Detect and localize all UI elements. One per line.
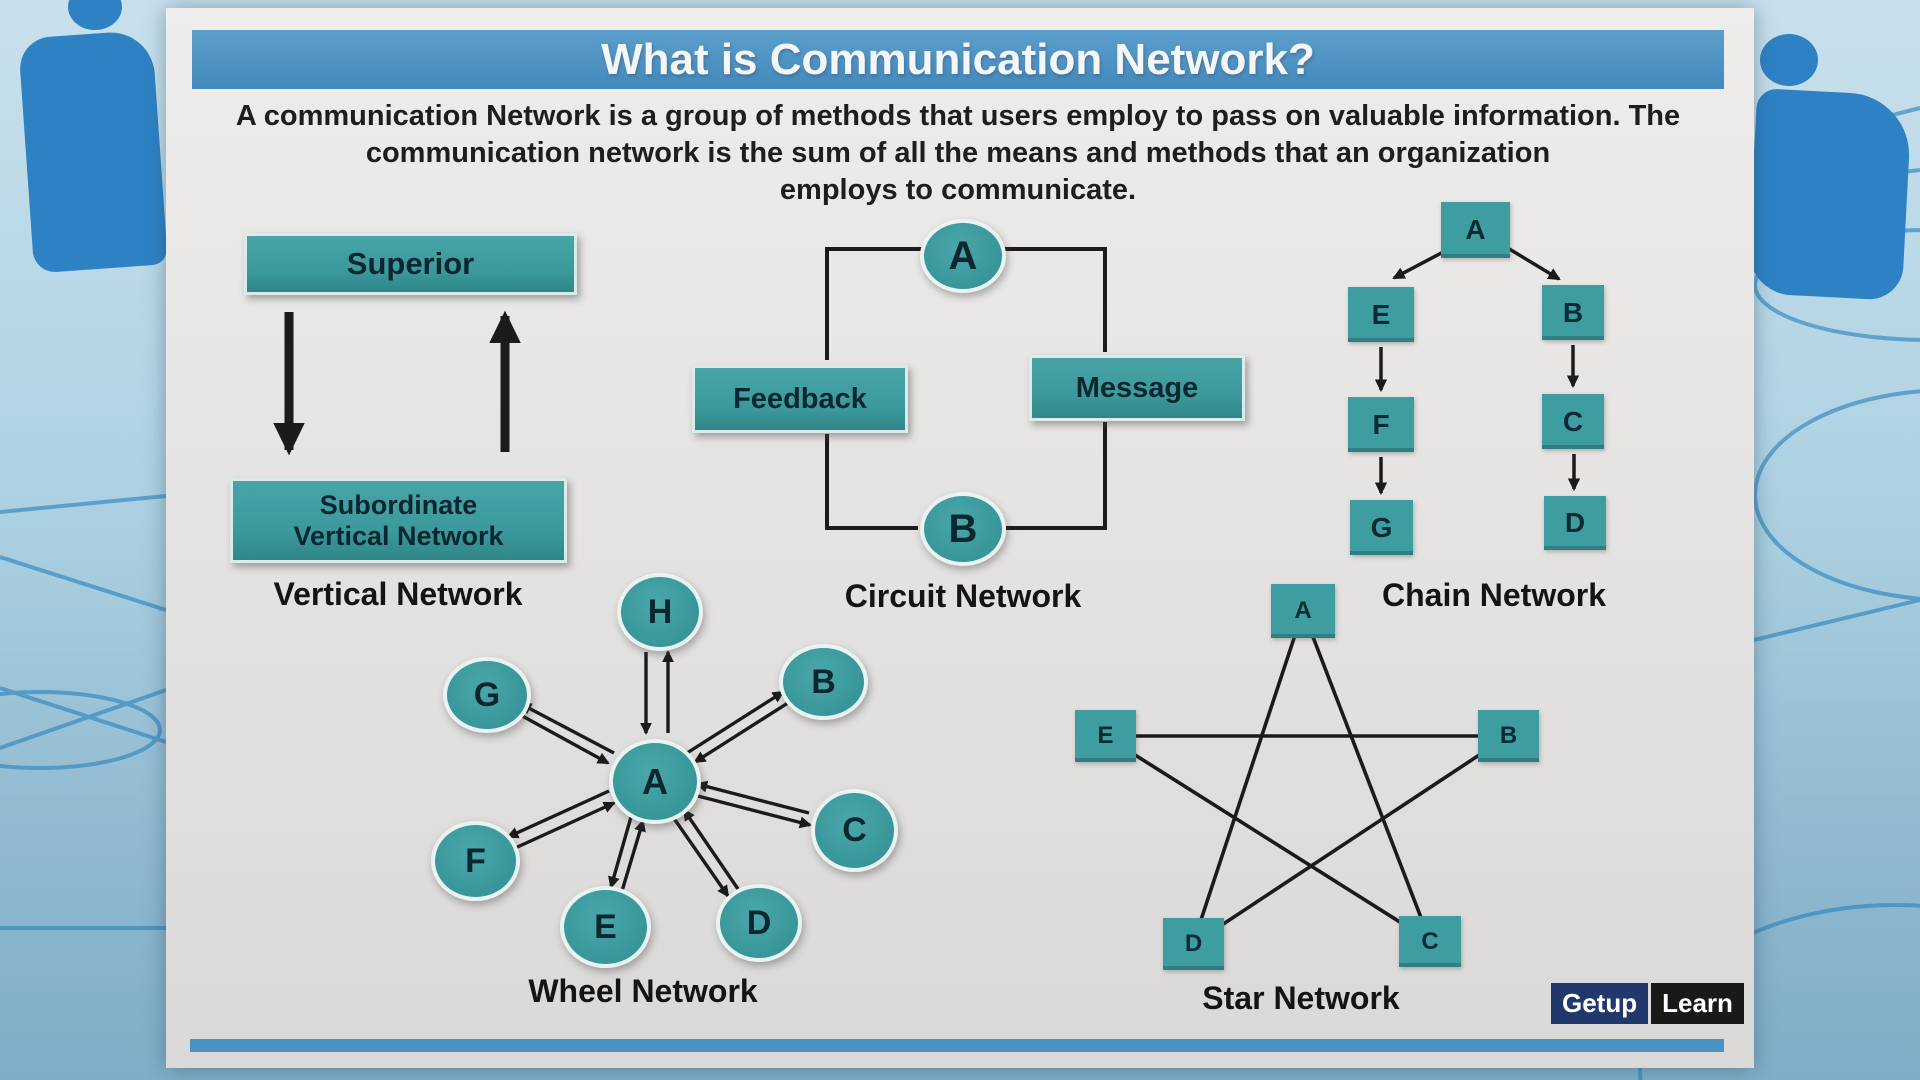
description-line: communication network is the sum of all … [365, 137, 1551, 169]
getup-learn-logo: Getup Learn [1551, 983, 1744, 1024]
description-line: employs to communicate. [779, 174, 1137, 206]
wheel-node-h: H [617, 573, 703, 651]
chain-node-a: A [1441, 202, 1510, 258]
wheel-node-f: F [431, 821, 520, 901]
bottom-accent-bar [190, 1039, 1724, 1052]
wheel-node-d: D [716, 884, 802, 962]
wheel-node-c: C [811, 789, 898, 872]
star-node-b: B [1478, 710, 1539, 762]
circuit-node-b: B [920, 492, 1006, 566]
chain-node-e: E [1348, 287, 1414, 342]
description-line: A communication Network is a group of me… [235, 100, 1681, 132]
subordinate-line: Subordinate [319, 489, 478, 520]
person-silhouette-icon [17, 0, 169, 284]
person-silhouette-icon [1746, 8, 1920, 301]
star-node-e: E [1075, 710, 1136, 762]
vertical-network-label: Vertical Network [273, 576, 523, 612]
logo-getup: Getup [1551, 983, 1649, 1024]
circuit-network-label: Circuit Network [844, 578, 1082, 614]
wheel-node-g: G [443, 657, 531, 733]
chain-node-g: G [1350, 500, 1413, 555]
star-node-c: C [1399, 916, 1461, 967]
chain-node-d: D [1544, 496, 1606, 550]
chain-network-label: Chain Network [1381, 577, 1607, 613]
circuit-node-a: A [920, 219, 1006, 293]
page-title: What is Communication Network? [601, 34, 1315, 84]
feedback-box: Feedback [692, 365, 908, 433]
chain-node-c: C [1542, 394, 1604, 449]
wheel-network-label: Wheel Network [528, 973, 758, 1009]
star-network-label: Star Network [1202, 980, 1400, 1016]
chain-node-f: F [1348, 397, 1414, 452]
description-text: A communication Network is a group of me… [186, 98, 1730, 209]
chain-node-b: B [1542, 285, 1604, 340]
star-node-a: A [1271, 584, 1335, 638]
logo-learn: Learn [1651, 983, 1744, 1024]
wheel-node-b: B [779, 644, 868, 720]
message-box: Message [1029, 355, 1245, 421]
subordinate-box: Subordinate Vertical Network [230, 478, 567, 563]
subordinate-line: Vertical Network [293, 520, 504, 551]
wheel-node-a-center: A [609, 739, 701, 824]
title-bar: What is Communication Network? [192, 30, 1724, 89]
star-node-d: D [1163, 918, 1224, 970]
wheel-node-e: E [560, 886, 651, 968]
superior-box: Superior [244, 233, 577, 295]
